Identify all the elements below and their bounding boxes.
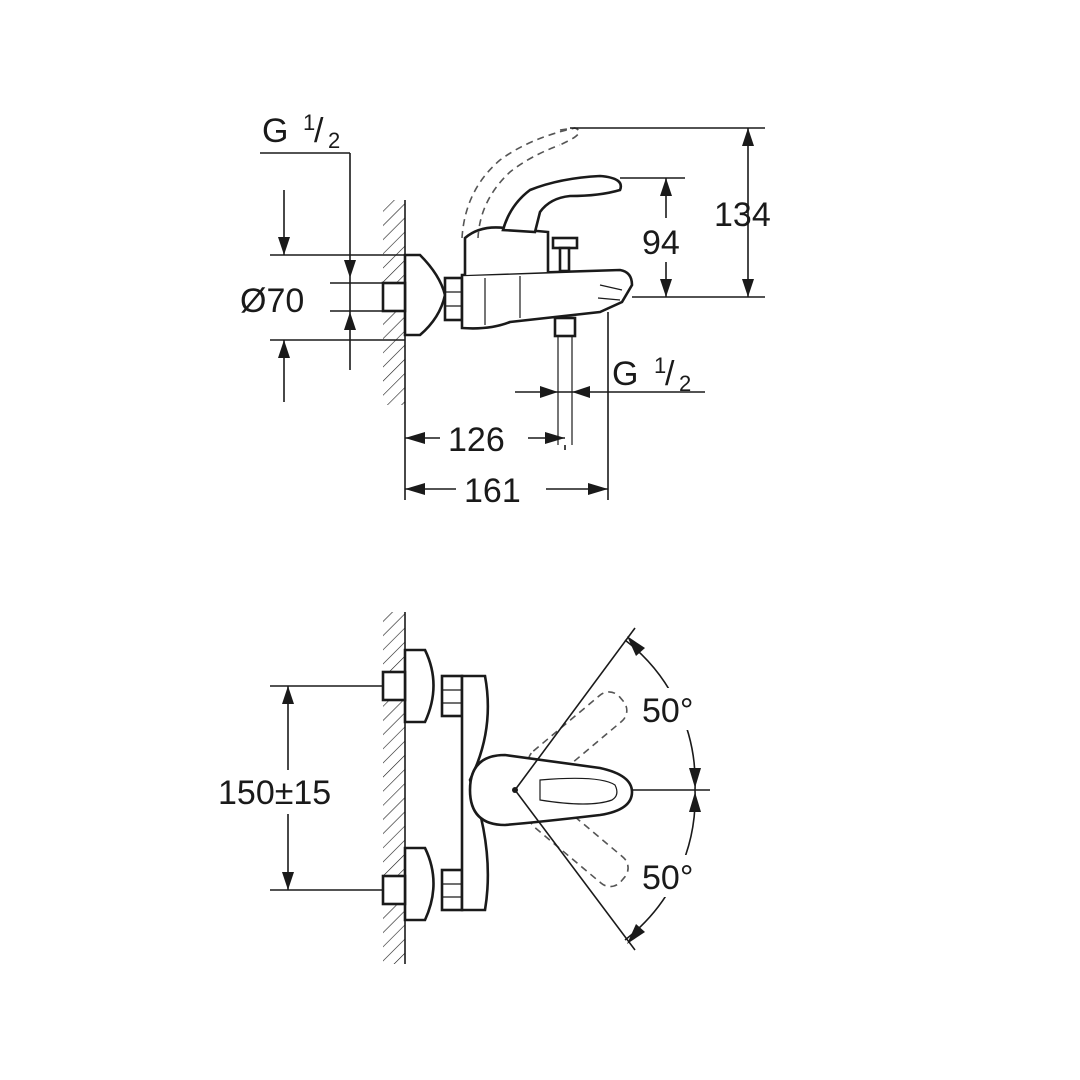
lower-rosette [403,846,435,922]
wall-hatch-front [383,612,405,964]
angle-upper-label: 50° [642,692,693,730]
mixer-body [460,268,634,330]
lever-front [468,753,634,827]
eccentric-nut [381,281,407,313]
shower-outlet [553,316,577,338]
dim-depth-total: 161 [405,468,608,510]
depth-total-label: 161 [464,472,521,510]
union-nut [443,276,464,322]
lever-swing-dashed [461,127,576,239]
dim-inlet-thread: G 1 / 2 [260,110,356,370]
inlet-thread-num: 1 [303,110,315,135]
height-spout-label: 94 [642,224,680,262]
height-total-label: 134 [714,196,771,234]
rosette-diameter-label: Ø70 [240,282,304,320]
svg-text:/: / [665,355,675,393]
angle-lower-label: 50° [642,859,693,897]
dim-depth-outlet: 126 [405,418,565,460]
outlet-thread-den: 2 [679,371,691,396]
inlet-thread-den: 2 [328,128,340,153]
dim-rosette-diameter: Ø70 [240,190,405,402]
dim-outlet-thread: G 1 / 2 [515,353,705,398]
front-view: 150±15 50° 50° [215,612,712,964]
lever-handle [501,174,623,234]
diverter-knob [551,236,579,250]
svg-text:/: / [314,112,324,150]
angle-ray-upper [514,627,636,791]
depth-outlet-label: 126 [448,421,505,459]
outlet-thread-prefix: G [612,355,638,393]
lever-position-upper [527,691,628,782]
centre-distance-label: 150±15 [218,774,331,812]
dim-height-spout: 94 [620,177,694,297]
wall-rosette [403,253,447,337]
dim-height-total: 134 [570,127,771,298]
outlet-thread-num: 1 [654,353,666,378]
dim-centre-distance: 150±15 [215,685,383,891]
inlet-thread-prefix: G [262,112,288,150]
side-view: G 1 / 2 Ø70 134 [240,110,771,510]
lever-position-lower [528,797,629,888]
upper-rosette [403,648,435,724]
angle-ray-lower [514,789,636,951]
